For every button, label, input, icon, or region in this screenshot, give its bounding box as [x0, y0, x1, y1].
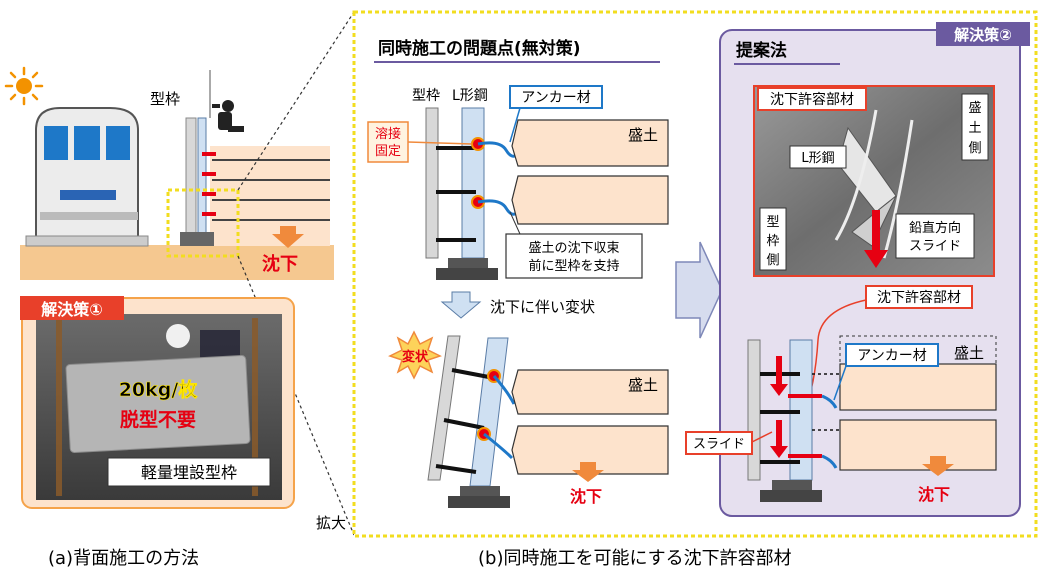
right-embankment: 盛土: [954, 344, 984, 362]
photo-down-arrow: [864, 210, 888, 268]
solution1-badge: [20, 296, 124, 320]
embankment-layers: [212, 159, 330, 221]
right-settlement-arrow: [922, 456, 954, 476]
deform-arrow: [440, 291, 482, 319]
solution2-badge-label: 解決策②: [954, 26, 1012, 44]
embankment-block: [210, 146, 330, 246]
middle-settlement: 沈下: [570, 487, 602, 506]
support-line1: 盛土の沈下収束: [528, 241, 619, 256]
weld-line1: 溶接: [375, 126, 401, 142]
middle-embankment: 盛土: [628, 126, 658, 144]
frame-side-3: 側: [766, 253, 779, 268]
solution1-badge-label: 解決策①: [41, 300, 103, 319]
photo-lsteel-label: L形鋼: [801, 151, 834, 166]
weld-line2: 固定: [375, 144, 401, 159]
middle-title: 同時施工の問題点(無対策): [378, 38, 581, 59]
slide-label: スライド: [693, 437, 745, 452]
right-anchor-callout: [845, 343, 939, 367]
deformed-formwork: [427, 335, 669, 508]
embank-side-2: 土: [968, 121, 981, 136]
caption-a: (a)背面施工の方法: [48, 548, 199, 569]
right-settlement: 沈下: [918, 485, 950, 504]
solution1-no-demold: 脱型不要: [120, 408, 196, 431]
ground: [20, 245, 334, 280]
frame-side-1: 型: [766, 215, 779, 230]
middle-settlement-arrow: [572, 462, 604, 482]
worker-icon: [212, 100, 244, 132]
solution2-badge: [936, 22, 1030, 46]
transition-arrow: [675, 241, 723, 339]
deform-burst-label: 変状: [402, 349, 429, 365]
deform-burst-shape: [388, 330, 442, 380]
deform-text: 沈下に伴い変状: [490, 298, 595, 316]
label-frame: 型枠: [412, 88, 440, 104]
solution1-weight: 20kg/枚: [119, 378, 199, 401]
frame-label: 型枠: [150, 90, 180, 108]
slide-callout: [685, 431, 753, 455]
vertical-slide-line1: 鉛直方向: [909, 220, 961, 236]
embank-side-1: 盛: [968, 101, 981, 116]
left-settlement-label: 沈下: [262, 253, 298, 275]
frame-side-2: 枠: [766, 234, 779, 249]
middle-embankment2: 盛土: [628, 376, 658, 394]
sun-icon: [4, 66, 44, 106]
formwork-column: [185, 117, 197, 241]
zoom-source-box: [166, 188, 240, 258]
train-icon: [25, 107, 149, 247]
embank-side-3: 側: [968, 141, 981, 156]
anchor-callout: [509, 85, 603, 109]
support-line2: 前に型枠を支持: [528, 258, 619, 274]
solution1-caption: 軽量埋設型枠: [141, 463, 237, 482]
vertical-slide-line2: スライド: [909, 239, 961, 254]
photo-title: 沈下許容部材: [770, 91, 854, 108]
zoom-label: 拡大: [316, 514, 346, 532]
settlement-arrow: [272, 226, 304, 248]
member-label: 沈下許容部材: [877, 289, 961, 306]
label-lsteel: L形鋼: [452, 88, 488, 104]
caption-b: (b)同時施工を可能にする沈下許容部材: [478, 548, 792, 569]
anchor-callout-label: アンカー材: [521, 90, 590, 106]
lightweight-panel: [65, 355, 251, 453]
weld-callout: [367, 121, 409, 163]
support-callout: [505, 233, 643, 279]
proposal-title: 提案法: [736, 40, 787, 61]
right-anchor-label: アンカー材: [857, 348, 926, 364]
